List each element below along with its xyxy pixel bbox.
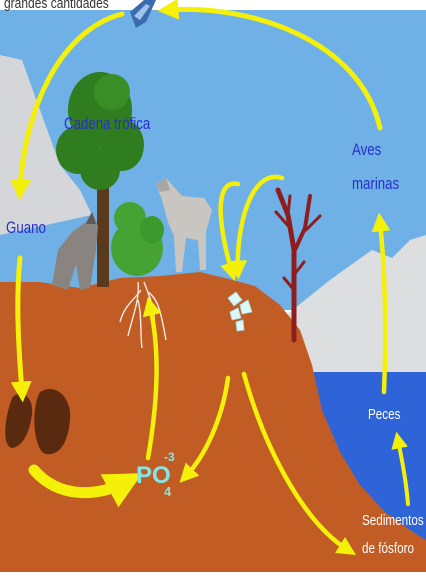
aves-marinas-label-line1: Aves bbox=[352, 140, 381, 160]
aves-marinas-label-line2: marinas bbox=[352, 174, 399, 194]
guano-label: Guano bbox=[6, 218, 46, 238]
top-cut-label: grandes cantidades bbox=[4, 0, 109, 12]
peces-label: Peces bbox=[368, 406, 401, 423]
sedimentos-label-line2: de fósforo bbox=[362, 540, 414, 557]
bottom-margin bbox=[0, 572, 426, 583]
cadena-trofica-label: Cadena trófica bbox=[64, 114, 150, 134]
sedimentos-label-line1: Sedimentos bbox=[362, 512, 424, 529]
phosphate-subscript: 4 bbox=[164, 484, 171, 499]
phosphate-charge: -3 bbox=[164, 450, 175, 464]
